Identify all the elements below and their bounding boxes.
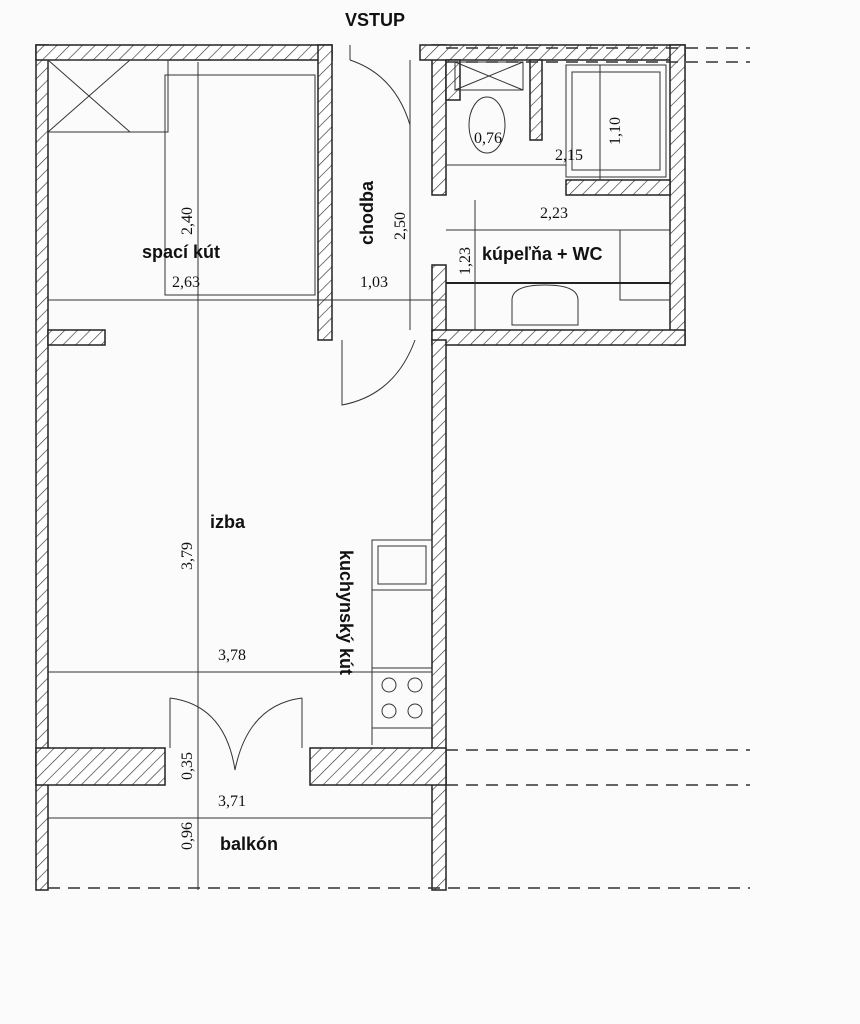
dim-room-height: 3,79 [179, 542, 196, 570]
fixtures [47, 59, 671, 745]
room-label-room: izba [210, 512, 246, 532]
dim-balcony-width: 3,71 [218, 793, 246, 810]
dim-balcony-depth: 0,96 [179, 822, 196, 850]
entrance-label: VSTUP [345, 10, 405, 30]
dim-bath-depth: 1,23 [457, 247, 474, 275]
room-label-corridor: chodba [357, 180, 377, 245]
room-label-sleeping: spací kút [142, 242, 220, 262]
room-label-balcony: balkón [220, 834, 278, 854]
dim-sleeping-width: 2,63 [172, 274, 200, 291]
dim-wc-width: 0,76 [474, 130, 502, 147]
dim-shower-length: 1,10 [607, 117, 624, 145]
dimension-lines [48, 47, 750, 890]
dim-wc-total: 2,15 [555, 147, 583, 164]
dim-sleeping-height: 2,40 [179, 207, 196, 235]
dim-room-width: 3,78 [218, 647, 246, 664]
dim-bath-width: 2,23 [540, 205, 568, 222]
room-label-kitchen: kuchynský kút [336, 550, 356, 675]
dim-corridor-length: 2,50 [392, 212, 409, 240]
sink-icon [511, 284, 579, 326]
doors [169, 45, 416, 771]
dim-corridor-width: 1,03 [360, 274, 388, 291]
toilet-icon [468, 96, 506, 154]
walls [35, 44, 686, 891]
stove-icon [371, 667, 433, 729]
dim-door-depth: 0,35 [179, 752, 196, 780]
room-label-bathroom: kúpeľňa + WC [482, 244, 602, 264]
